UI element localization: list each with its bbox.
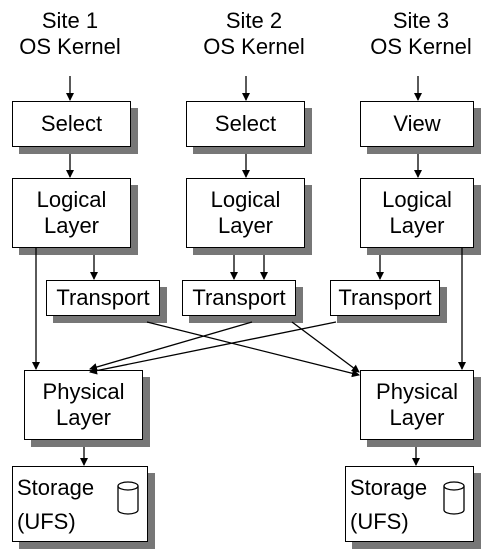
- logical-layer-line2-site-2: Layer: [217, 213, 274, 238]
- logical-layer-site-2: Logical Layer: [186, 178, 305, 248]
- database-icon: [117, 481, 139, 515]
- logical-layer-line1-site-2: Logical: [210, 187, 281, 212]
- physical-layer-line2-site-1: Layer: [55, 405, 112, 430]
- view-label-site-3: View: [393, 111, 441, 136]
- site-3-header: Site 3 OS Kernel: [351, 8, 481, 60]
- site-1-kernel: OS Kernel: [19, 34, 121, 59]
- storage-line2-site-3: (UFS): [350, 509, 409, 534]
- select-box-site-2: Select: [186, 101, 305, 147]
- database-icon: [443, 481, 465, 515]
- storage-text-site-3: Storage (UFS): [350, 471, 427, 539]
- logical-layer-line2-site-3: Layer: [389, 213, 445, 238]
- physical-layer-line1-site-1: Physical: [42, 379, 125, 404]
- arrow-transport-3-to-physical-1: [89, 321, 337, 375]
- arrow-transport-2-to-physical-3: [291, 321, 360, 373]
- select-box-site-1: Select: [12, 101, 131, 147]
- storage-text-site-1: Storage (UFS): [17, 471, 94, 539]
- site-2-name: Site 2: [225, 8, 283, 33]
- site-2-header: Site 2 OS Kernel: [184, 8, 324, 60]
- logical-layer-line1-site-1: Logical: [36, 187, 107, 212]
- view-box-site-3: View: [360, 101, 474, 147]
- physical-layer-site-1: Physical Layer: [24, 370, 143, 440]
- site-1-name: Site 1: [41, 8, 99, 33]
- select-label-site-2: Select: [214, 111, 277, 136]
- transport-box-site-1: Transport: [46, 280, 160, 316]
- site-1-header: Site 1 OS Kernel: [0, 8, 140, 60]
- transport-box-site-2: Transport: [182, 280, 296, 316]
- storage-box-site-3: Storage (UFS): [345, 466, 474, 542]
- storage-line1-site-3: Storage: [350, 475, 428, 500]
- transport-label-site-1: Transport: [56, 285, 150, 310]
- site-3-name: Site 3: [392, 8, 450, 33]
- logical-layer-site-3: Logical Layer: [360, 178, 474, 248]
- arrow-transport-1-to-physical-3: [146, 321, 360, 378]
- logical-layer-line2-site-1: Layer: [43, 213, 100, 238]
- physical-layer-line1-site-3: Physical: [376, 379, 458, 404]
- select-label-site-1: Select: [40, 111, 103, 136]
- storage-line1-site-1: Storage: [17, 475, 95, 500]
- site-3-kernel: OS Kernel: [370, 34, 472, 59]
- arrow-transport-2-to-physical-1: [89, 321, 253, 371]
- transport-label-site-2: Transport: [192, 285, 286, 310]
- physical-layer-site-3: Physical Layer: [360, 370, 474, 440]
- logical-layer-line1-site-3: Logical: [382, 187, 452, 212]
- logical-layer-site-1: Logical Layer: [12, 178, 131, 248]
- transport-label-site-3: Transport: [338, 285, 432, 310]
- transport-box-site-3: Transport: [330, 280, 440, 316]
- physical-layer-line2-site-3: Layer: [389, 405, 445, 430]
- storage-box-site-1: Storage (UFS): [12, 466, 148, 542]
- storage-line2-site-1: (UFS): [17, 509, 76, 534]
- site-2-kernel: OS Kernel: [203, 34, 305, 59]
